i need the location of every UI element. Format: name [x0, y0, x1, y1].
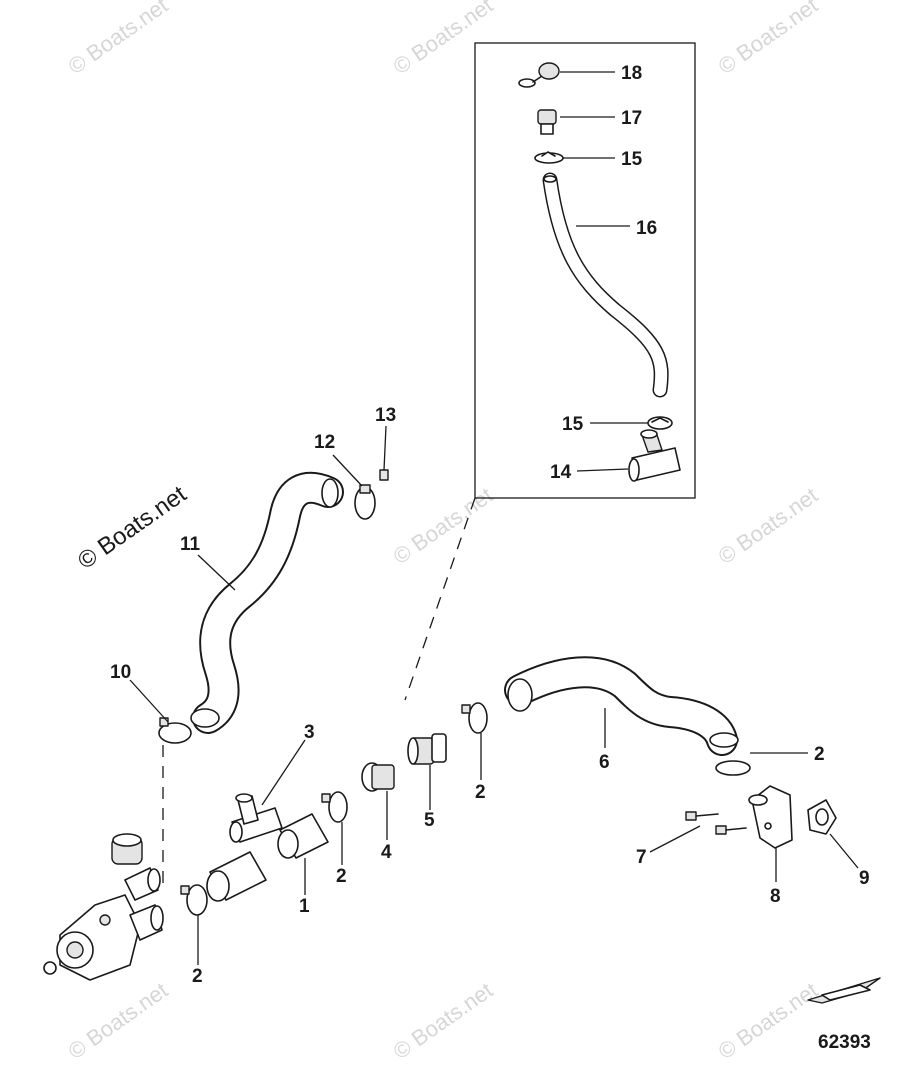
watermark: © Boats.net	[714, 977, 823, 1064]
callout-14: 14	[550, 462, 572, 483]
callout-2-left: 2	[192, 966, 203, 987]
callout-16: 16	[636, 218, 657, 239]
callout-12: 12	[314, 432, 335, 453]
part-13-screw	[379, 469, 389, 481]
watermark: © Boats.net	[389, 0, 498, 79]
part-2-clamp-center	[321, 791, 348, 823]
callout-6: 6	[599, 752, 610, 773]
part-12-clamp	[354, 484, 376, 520]
callouts: 18 17 15 16 15 14 12 13 11 10 3 6 2 2 5 …	[110, 63, 870, 987]
callout-17: 17	[621, 108, 642, 129]
watermark: © Boats.net	[389, 482, 498, 569]
callout-13: 13	[375, 405, 396, 426]
callout-9: 9	[859, 868, 870, 889]
part-17-fitting	[537, 109, 557, 135]
callout-18: 18	[621, 63, 642, 84]
callout-7: 7	[636, 847, 647, 868]
watermark: © Boats.net	[389, 977, 498, 1064]
callout-10: 10	[110, 662, 131, 683]
watermarks: © Boats.net © Boats.net © Boats.net © Bo…	[64, 0, 823, 1064]
part-7-bolts	[685, 811, 747, 835]
part-2-clamp-right	[715, 760, 751, 776]
part-10-clamp	[158, 717, 192, 744]
callout-8: 8	[770, 886, 781, 907]
callout-15-top: 15	[621, 149, 643, 170]
part-9-gasket	[807, 799, 837, 835]
part-11-formed-hose	[190, 471, 344, 734]
callout-5: 5	[424, 810, 435, 831]
part-8-housing	[748, 785, 793, 849]
callout-2-right: 2	[814, 744, 825, 765]
callout-3: 3	[304, 722, 315, 743]
part-18-cap	[518, 62, 560, 88]
callout-4: 4	[381, 842, 392, 863]
part-1-hose-upper	[277, 813, 329, 859]
watermark: © Boats.net	[714, 0, 823, 79]
pump-assembly	[43, 833, 164, 981]
watermark-prominent: © Boats.net	[73, 480, 192, 574]
callout-11: 11	[180, 534, 201, 555]
part-2-clamp-left	[180, 884, 208, 916]
callout-2-center: 2	[336, 866, 347, 887]
part-3-tee-fitting	[229, 793, 283, 843]
part-6-formed-hose	[504, 656, 739, 756]
part-14-tee-fitting	[628, 429, 681, 482]
part-15-clamp-bottom	[647, 416, 673, 430]
boat-icon	[807, 977, 881, 1004]
part-4-fitting	[361, 762, 395, 792]
part-1-hose-lower	[206, 851, 267, 902]
reference-number: 62393	[818, 1032, 871, 1053]
callout-1: 1	[299, 896, 310, 917]
inset-box	[474, 42, 696, 499]
callout-2-mid: 2	[475, 782, 486, 803]
watermark: © Boats.net	[64, 977, 173, 1064]
watermark: © Boats.net	[714, 482, 823, 569]
part-15-clamp-top	[534, 151, 564, 164]
assembly-line-inset	[404, 497, 476, 701]
callout-15-bottom: 15	[562, 414, 584, 435]
watermark: © Boats.net	[64, 0, 173, 79]
leader-lines	[129, 71, 859, 965]
part-16-hose	[542, 172, 669, 398]
part-2-clamp-mid	[461, 702, 488, 734]
part-5-fitting	[407, 733, 447, 765]
